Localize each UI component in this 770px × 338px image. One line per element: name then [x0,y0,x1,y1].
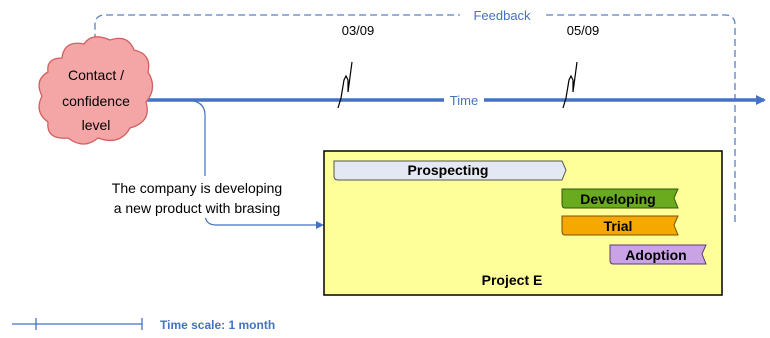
date-squiggle-1 [337,61,353,109]
date-mark-1: 03/09 [342,23,375,38]
note-line-1: The company is developing [112,180,282,196]
cloud-label-line-2: confidence [62,93,130,109]
date-mark-2: 05/09 [567,23,600,38]
feedback-label-bg [460,7,544,23]
feedback-label: Feedback [473,8,531,23]
feedback-loop [91,14,736,222]
phase-prospecting: Prospecting [333,160,567,181]
phase-label-adoption: Adoption [625,247,686,263]
time-label-bg [444,92,484,108]
confidence-cloud [38,36,154,145]
phase-label-developing: Developing [580,191,655,207]
project-label: Project E [482,272,543,288]
phase-developing: Developing [561,188,679,209]
phase-trial: Trial [561,215,679,236]
date-squiggle-2 [562,61,578,109]
phase-label-trial: Trial [604,218,633,234]
phase-adoption: Adoption [609,244,707,265]
time-label: Time [450,93,478,108]
cloud-label-line-1: Contact / [68,67,124,83]
note-bg [82,176,322,218]
time-scale-label: Time scale: 1 month [160,318,275,332]
phase-label-prospecting: Prospecting [408,162,489,178]
time-scale-legend: Time scale: 1 month [12,318,275,332]
note-line-2: a new product with brasing [114,200,281,216]
cloud-label-line-3: level [82,117,111,133]
